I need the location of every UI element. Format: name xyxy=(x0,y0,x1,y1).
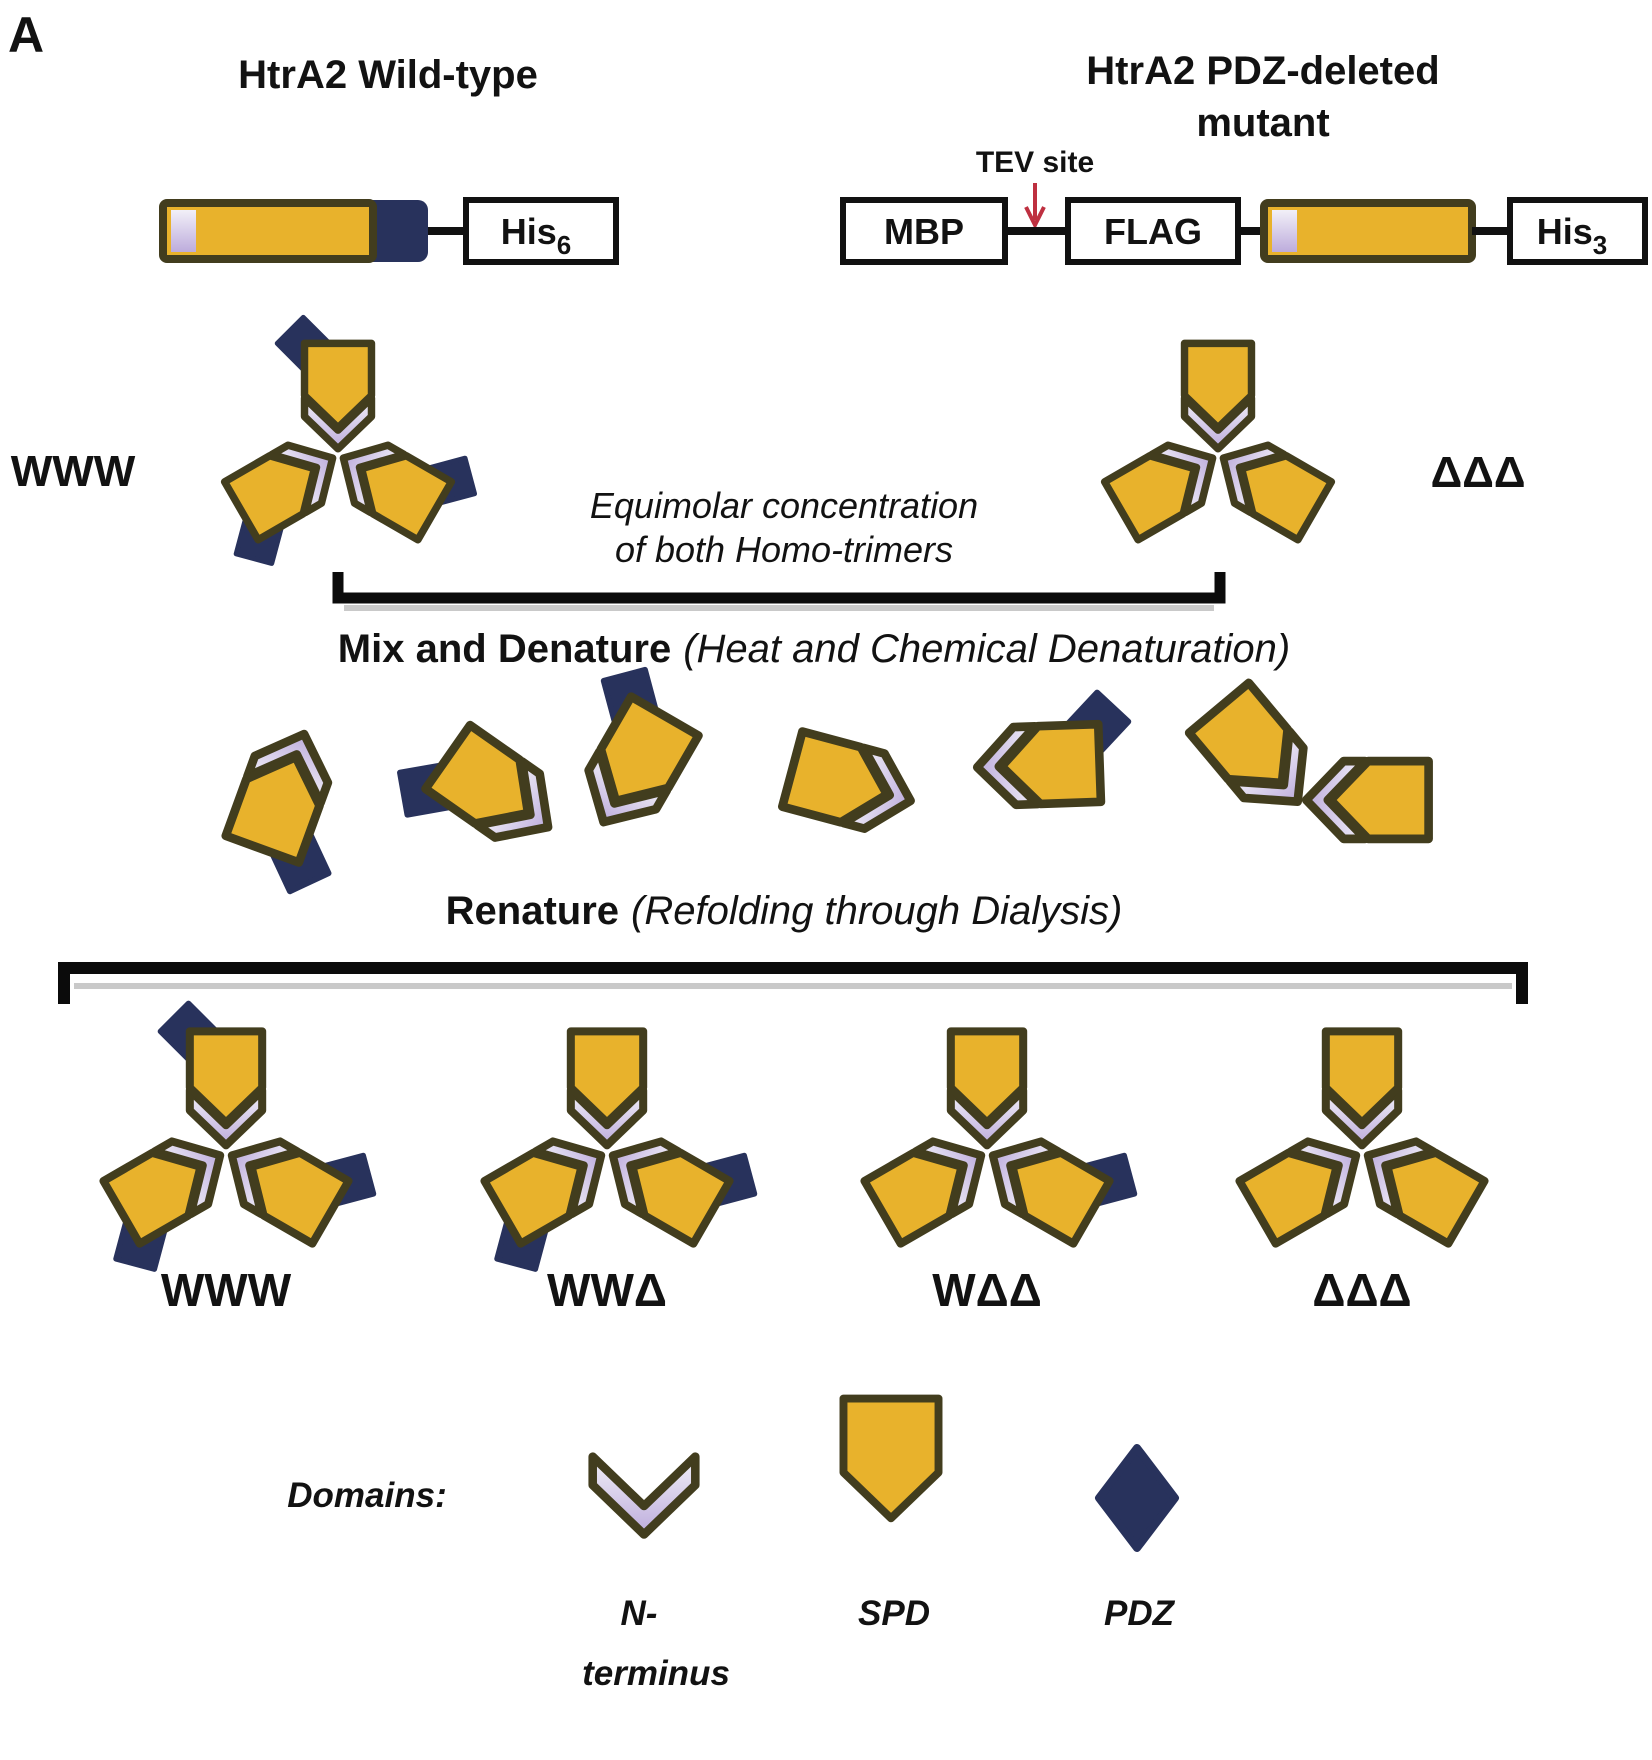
monomer-shape xyxy=(976,724,1101,806)
denatured-monomer xyxy=(1306,761,1428,839)
legend-pdz-diamond-icon xyxy=(1095,1444,1179,1552)
spd-segment xyxy=(159,199,377,263)
product-label-www: WWW xyxy=(161,1264,292,1316)
trimer-subunit xyxy=(571,1031,643,1145)
legend-spd-label: SPD xyxy=(858,1594,930,1633)
panel-label: A xyxy=(8,7,44,63)
equimolar-caption-line1: Equimolar concentration xyxy=(590,485,978,526)
tev-arrow-icon xyxy=(1024,183,1046,230)
product-trimer-ddd xyxy=(1239,1031,1484,1243)
mix-step-label: Mix and Denature(Heat and Chemical Denat… xyxy=(338,627,1290,671)
legend-spd-pentagon-icon xyxy=(843,1399,938,1519)
n-terminus-segment xyxy=(171,210,196,252)
denatured-monomer xyxy=(542,655,713,842)
equimolar-caption-line2: of both Homo-trimers xyxy=(615,529,953,570)
monomer-shape xyxy=(570,697,699,842)
renature-bracket xyxy=(58,962,1528,1004)
tev-site-label: TEV site xyxy=(976,146,1094,179)
flag-label: FLAG xyxy=(1104,211,1202,252)
trimer-subunit xyxy=(190,1031,262,1145)
mutant-title-line1: HtrA2 PDZ-deleted xyxy=(1086,49,1439,93)
www-trimer-label: WWW xyxy=(11,447,136,496)
legend-pdz-label: PDZ xyxy=(1104,1594,1176,1633)
mbp-label: MBP xyxy=(884,211,964,252)
monomer-shape xyxy=(782,732,920,839)
product-label-wwd: WWΔ xyxy=(547,1264,667,1316)
monomer-shape xyxy=(1306,761,1428,839)
his3-tag-label: His3 xyxy=(1537,211,1608,260)
product-label-ddd: ΔΔΔ xyxy=(1312,1264,1411,1316)
denatured-monomers xyxy=(215,655,1428,902)
trimer-subunit xyxy=(951,1031,1023,1145)
monomer-shape xyxy=(226,721,341,863)
mutant-title-line2: mutant xyxy=(1196,101,1329,145)
product-trimer-wdd xyxy=(864,1031,1148,1243)
denatured-monomer xyxy=(782,732,920,839)
n-terminus-segment xyxy=(1272,210,1297,252)
product-trimer-wwd xyxy=(483,1031,769,1283)
denatured-monomer xyxy=(383,708,571,885)
ddd-trimer-label: ΔΔΔ xyxy=(1431,448,1526,497)
trimer-subunit xyxy=(1185,343,1252,448)
legend-heading: Domains: xyxy=(287,1476,446,1515)
his6-tag-label: His6 xyxy=(501,211,572,260)
wildtype-homotrimer xyxy=(223,317,487,576)
flag-box xyxy=(1065,197,1241,265)
denatured-monomer xyxy=(975,691,1131,806)
legend-n-terminus-label-line2: terminus xyxy=(582,1654,730,1693)
his3-tag-box xyxy=(1507,197,1648,265)
wildtype-construct: HtrA2 Wild-type His6 xyxy=(159,53,619,265)
mutant-homotrimer xyxy=(1105,343,1332,539)
legend-n-terminus-chevron-icon xyxy=(593,1457,696,1535)
denatured-monomer xyxy=(215,721,370,902)
mix-bracket xyxy=(332,572,1226,604)
product-trimer-www xyxy=(102,1003,388,1283)
monomer-shape xyxy=(426,725,571,859)
legend: Domains: N- terminus SPD PDZ xyxy=(287,1399,1179,1693)
mutant-construct: HtrA2 PDZ-deleted mutant TEV site MBP FL… xyxy=(840,49,1648,265)
legend-n-terminus-label-line1: N- xyxy=(621,1594,658,1633)
trimer-subunit xyxy=(1326,1031,1398,1145)
his6-tag-box xyxy=(463,197,619,265)
product-label-wdd: WΔΔ xyxy=(932,1264,1042,1316)
trimer-subunit xyxy=(305,343,372,448)
wildtype-title: HtrA2 Wild-type xyxy=(238,53,538,97)
renature-step-label: Renature(Refolding through Dialysis) xyxy=(446,889,1123,933)
